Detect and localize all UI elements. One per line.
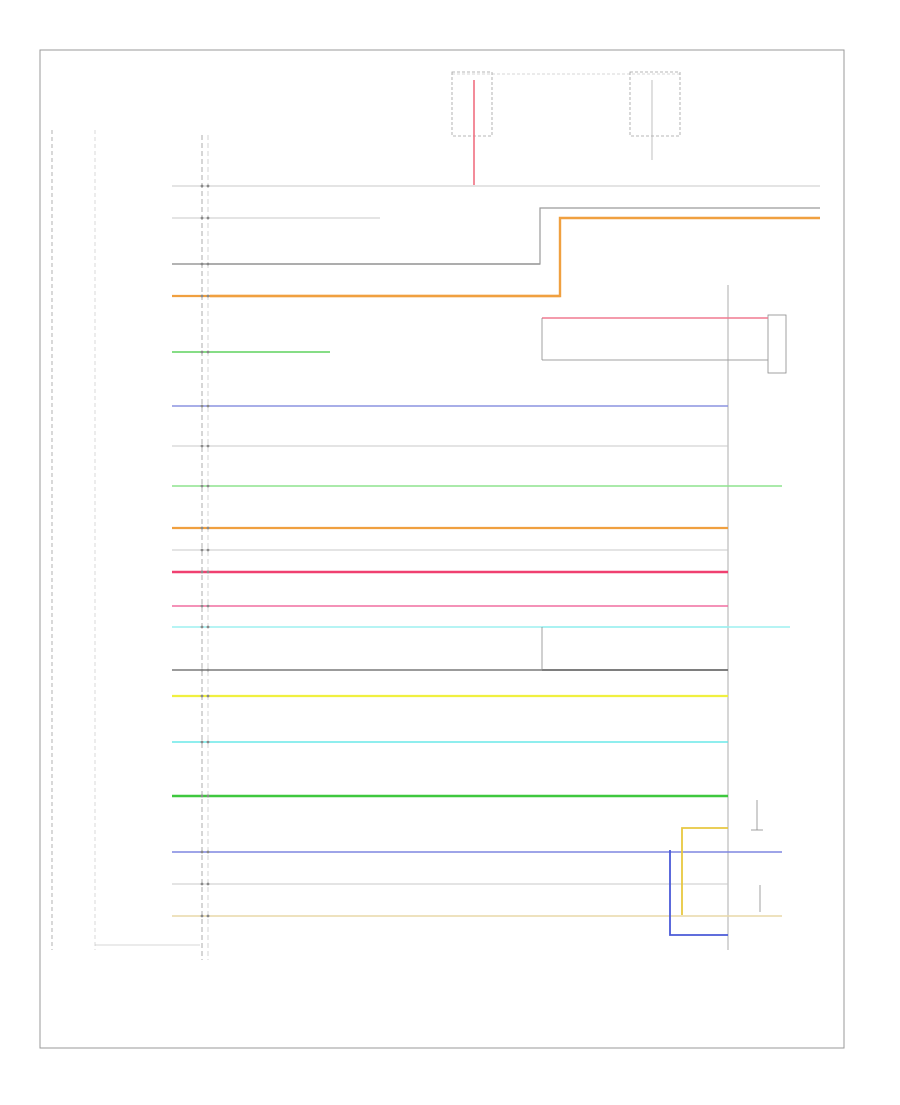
connector-pin bbox=[200, 882, 204, 886]
connector-pin bbox=[200, 526, 204, 530]
connector-pin bbox=[200, 484, 204, 488]
connector-pin bbox=[200, 350, 204, 354]
connector-pin bbox=[206, 262, 210, 266]
connector-pin bbox=[200, 570, 204, 574]
connector-pin bbox=[206, 694, 210, 698]
connector-pin bbox=[206, 668, 210, 672]
connector-pin bbox=[206, 526, 210, 530]
connector-pin bbox=[206, 570, 210, 574]
connector-pin bbox=[200, 625, 204, 629]
connector-pin bbox=[200, 794, 204, 798]
connector-pin bbox=[206, 548, 210, 552]
orange-feed-route bbox=[210, 216, 820, 298]
connector-pin bbox=[206, 216, 210, 220]
connector-pin bbox=[200, 216, 204, 220]
connector-pin bbox=[200, 914, 204, 918]
connector-pin bbox=[200, 604, 204, 608]
fuse-box-b bbox=[629, 71, 681, 137]
connector-pin bbox=[206, 184, 210, 188]
connector-pin bbox=[200, 740, 204, 744]
connector-pin bbox=[206, 404, 210, 408]
connector-pin bbox=[206, 625, 210, 629]
connector-pin bbox=[200, 668, 204, 672]
connector-pin bbox=[206, 882, 210, 886]
connector-pin bbox=[200, 294, 204, 298]
connector-pin bbox=[206, 740, 210, 744]
fuse-box-a bbox=[451, 71, 493, 137]
yellow-splice-route bbox=[681, 827, 728, 915]
connector-pin bbox=[200, 850, 204, 854]
connector-pin bbox=[206, 444, 210, 448]
connector-pin bbox=[206, 850, 210, 854]
connector-pin bbox=[200, 444, 204, 448]
connector-pin bbox=[206, 914, 210, 918]
gray-feed-route bbox=[210, 207, 820, 265]
connector-pin bbox=[206, 350, 210, 354]
connector-pin bbox=[200, 548, 204, 552]
diagram-frame bbox=[39, 49, 845, 1049]
connector-pin bbox=[200, 184, 204, 188]
connector-pin bbox=[206, 794, 210, 798]
right-component-top bbox=[767, 314, 787, 374]
connector-pin bbox=[206, 484, 210, 488]
blue-splice-route bbox=[669, 850, 728, 936]
connector-pin bbox=[206, 294, 210, 298]
connector-pin bbox=[206, 604, 210, 608]
connector-pin bbox=[200, 262, 204, 266]
connector-pin bbox=[200, 404, 204, 408]
connector-pin bbox=[200, 694, 204, 698]
